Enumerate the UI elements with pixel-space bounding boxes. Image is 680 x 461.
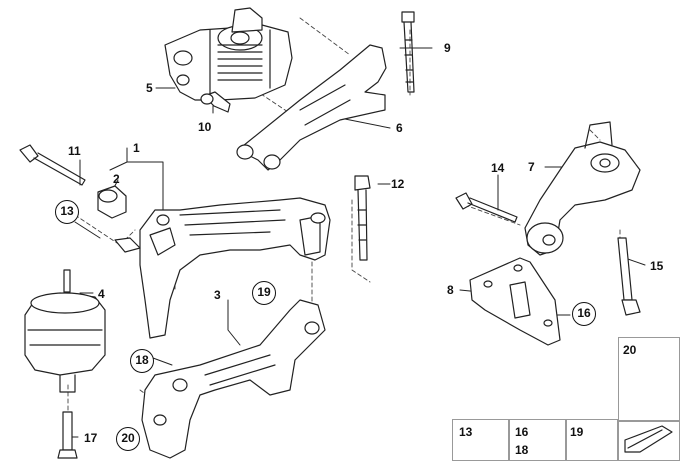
legend-label-18: 18 <box>515 443 529 457</box>
callout-12: 12 <box>391 177 405 191</box>
upper-engine-mount <box>164 7 293 101</box>
bolt-part-17 <box>57 411 78 459</box>
callout-2: 2 <box>113 172 120 186</box>
callout-19-circled: 19 <box>252 281 276 305</box>
torque-arm-part-6 <box>236 44 387 171</box>
callout-4: 4 <box>98 287 105 301</box>
bolt-part-14 <box>455 192 518 223</box>
legend-label-20: 20 <box>623 343 637 357</box>
callout-15: 15 <box>650 259 664 273</box>
bolt-part-11 <box>19 144 86 186</box>
legend-cell-arrow <box>618 421 680 461</box>
callout-13-circled: 13 <box>55 200 79 224</box>
bolt-part-12 <box>354 175 371 261</box>
callout-16-circled: 16 <box>572 302 596 326</box>
callout-7: 7 <box>528 160 535 174</box>
bushing-part-2 <box>97 185 127 219</box>
legend-cell-20: 20 <box>618 337 680 421</box>
callout-3: 3 <box>214 288 221 302</box>
legend-cell-16-18: 16 18 <box>509 419 566 461</box>
bolt-part-10 <box>200 91 231 113</box>
bolt-part-15 <box>617 237 641 316</box>
callout-20-circled: 20 <box>116 427 140 451</box>
plate-part-8 <box>469 257 561 346</box>
callout-11: 11 <box>68 144 81 158</box>
lower-bracket-part-3 <box>141 299 326 459</box>
callout-6: 6 <box>396 121 403 135</box>
callout-14: 14 <box>491 161 505 175</box>
callout-8: 8 <box>447 283 454 297</box>
legend-cell-13: 13 <box>452 419 509 461</box>
callout-5: 5 <box>146 81 153 95</box>
rubber-mount-part-4 <box>24 269 106 393</box>
callout-18-circled: 18 <box>130 349 154 373</box>
engine-mount-part-7 <box>524 121 641 256</box>
bracket-part-1 <box>114 197 331 339</box>
callout-17: 17 <box>84 431 98 445</box>
legend-label-13: 13 <box>459 425 473 439</box>
legend-label-19: 19 <box>570 425 584 439</box>
bolt-part-9 <box>401 11 415 93</box>
legend-cell-19: 19 <box>566 419 618 461</box>
callout-9: 9 <box>444 41 451 55</box>
callout-1: 1 <box>133 141 140 155</box>
legend-label-16: 16 <box>515 425 529 439</box>
reference-lines <box>67 17 621 411</box>
legend-arrow-icon <box>624 425 673 453</box>
callout-10: 10 <box>198 120 212 134</box>
